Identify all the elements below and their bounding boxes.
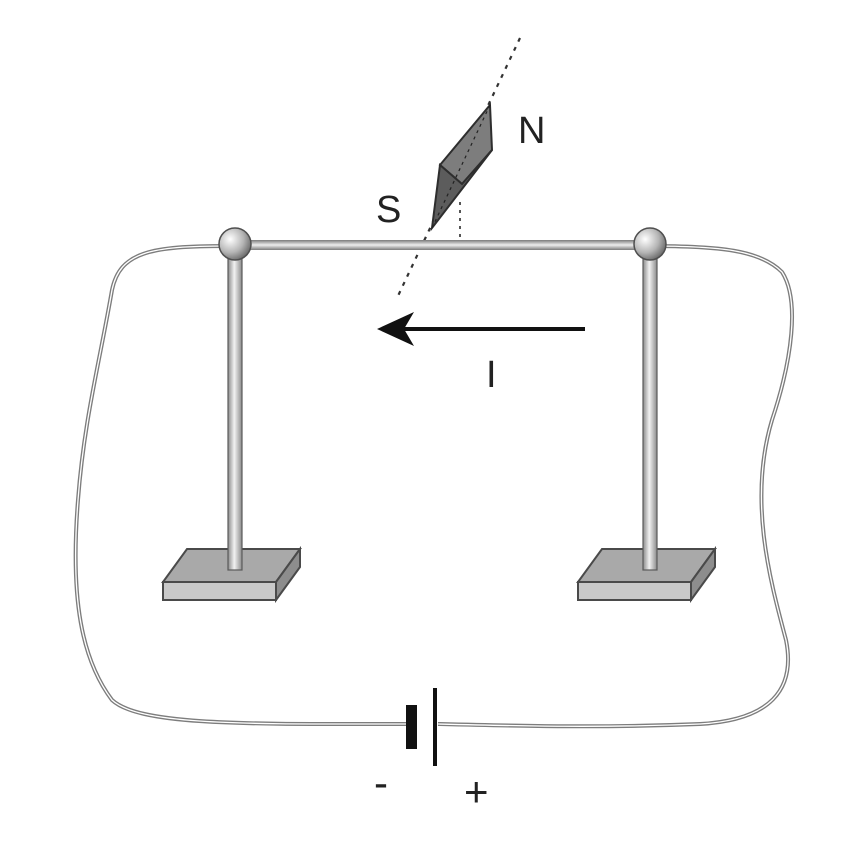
battery-positive-plate xyxy=(433,688,437,766)
straight-conductor-wire xyxy=(228,240,648,250)
battery-negative-plate xyxy=(406,705,417,749)
battery-negative-label: - xyxy=(374,759,388,806)
right-stand xyxy=(576,227,717,604)
right-stand-rod xyxy=(642,257,658,571)
current-arrow-head xyxy=(377,312,414,346)
left-stand xyxy=(161,227,302,604)
compass-needle xyxy=(430,102,494,232)
circuit-wire-right-highlight xyxy=(437,245,793,727)
needle-south-half xyxy=(430,149,493,232)
left-stand-base-side xyxy=(275,545,301,604)
battery-symbol xyxy=(406,688,437,766)
circuit-wire-right xyxy=(437,244,795,729)
left-stand-rod xyxy=(227,257,243,571)
current-label: I xyxy=(486,354,497,396)
needle-center-line xyxy=(431,104,491,229)
left-stand-knob xyxy=(218,227,252,261)
left-stand-base-front xyxy=(162,581,277,601)
right-stand-base-front xyxy=(577,581,692,601)
right-stand-base-side xyxy=(690,545,716,604)
needle-south-label: S xyxy=(376,189,401,231)
needle-north-label: N xyxy=(518,110,545,152)
circuit-wire-left-highlight xyxy=(74,245,409,725)
right-stand-knob xyxy=(633,227,667,261)
battery-positive-label: + xyxy=(464,768,489,815)
